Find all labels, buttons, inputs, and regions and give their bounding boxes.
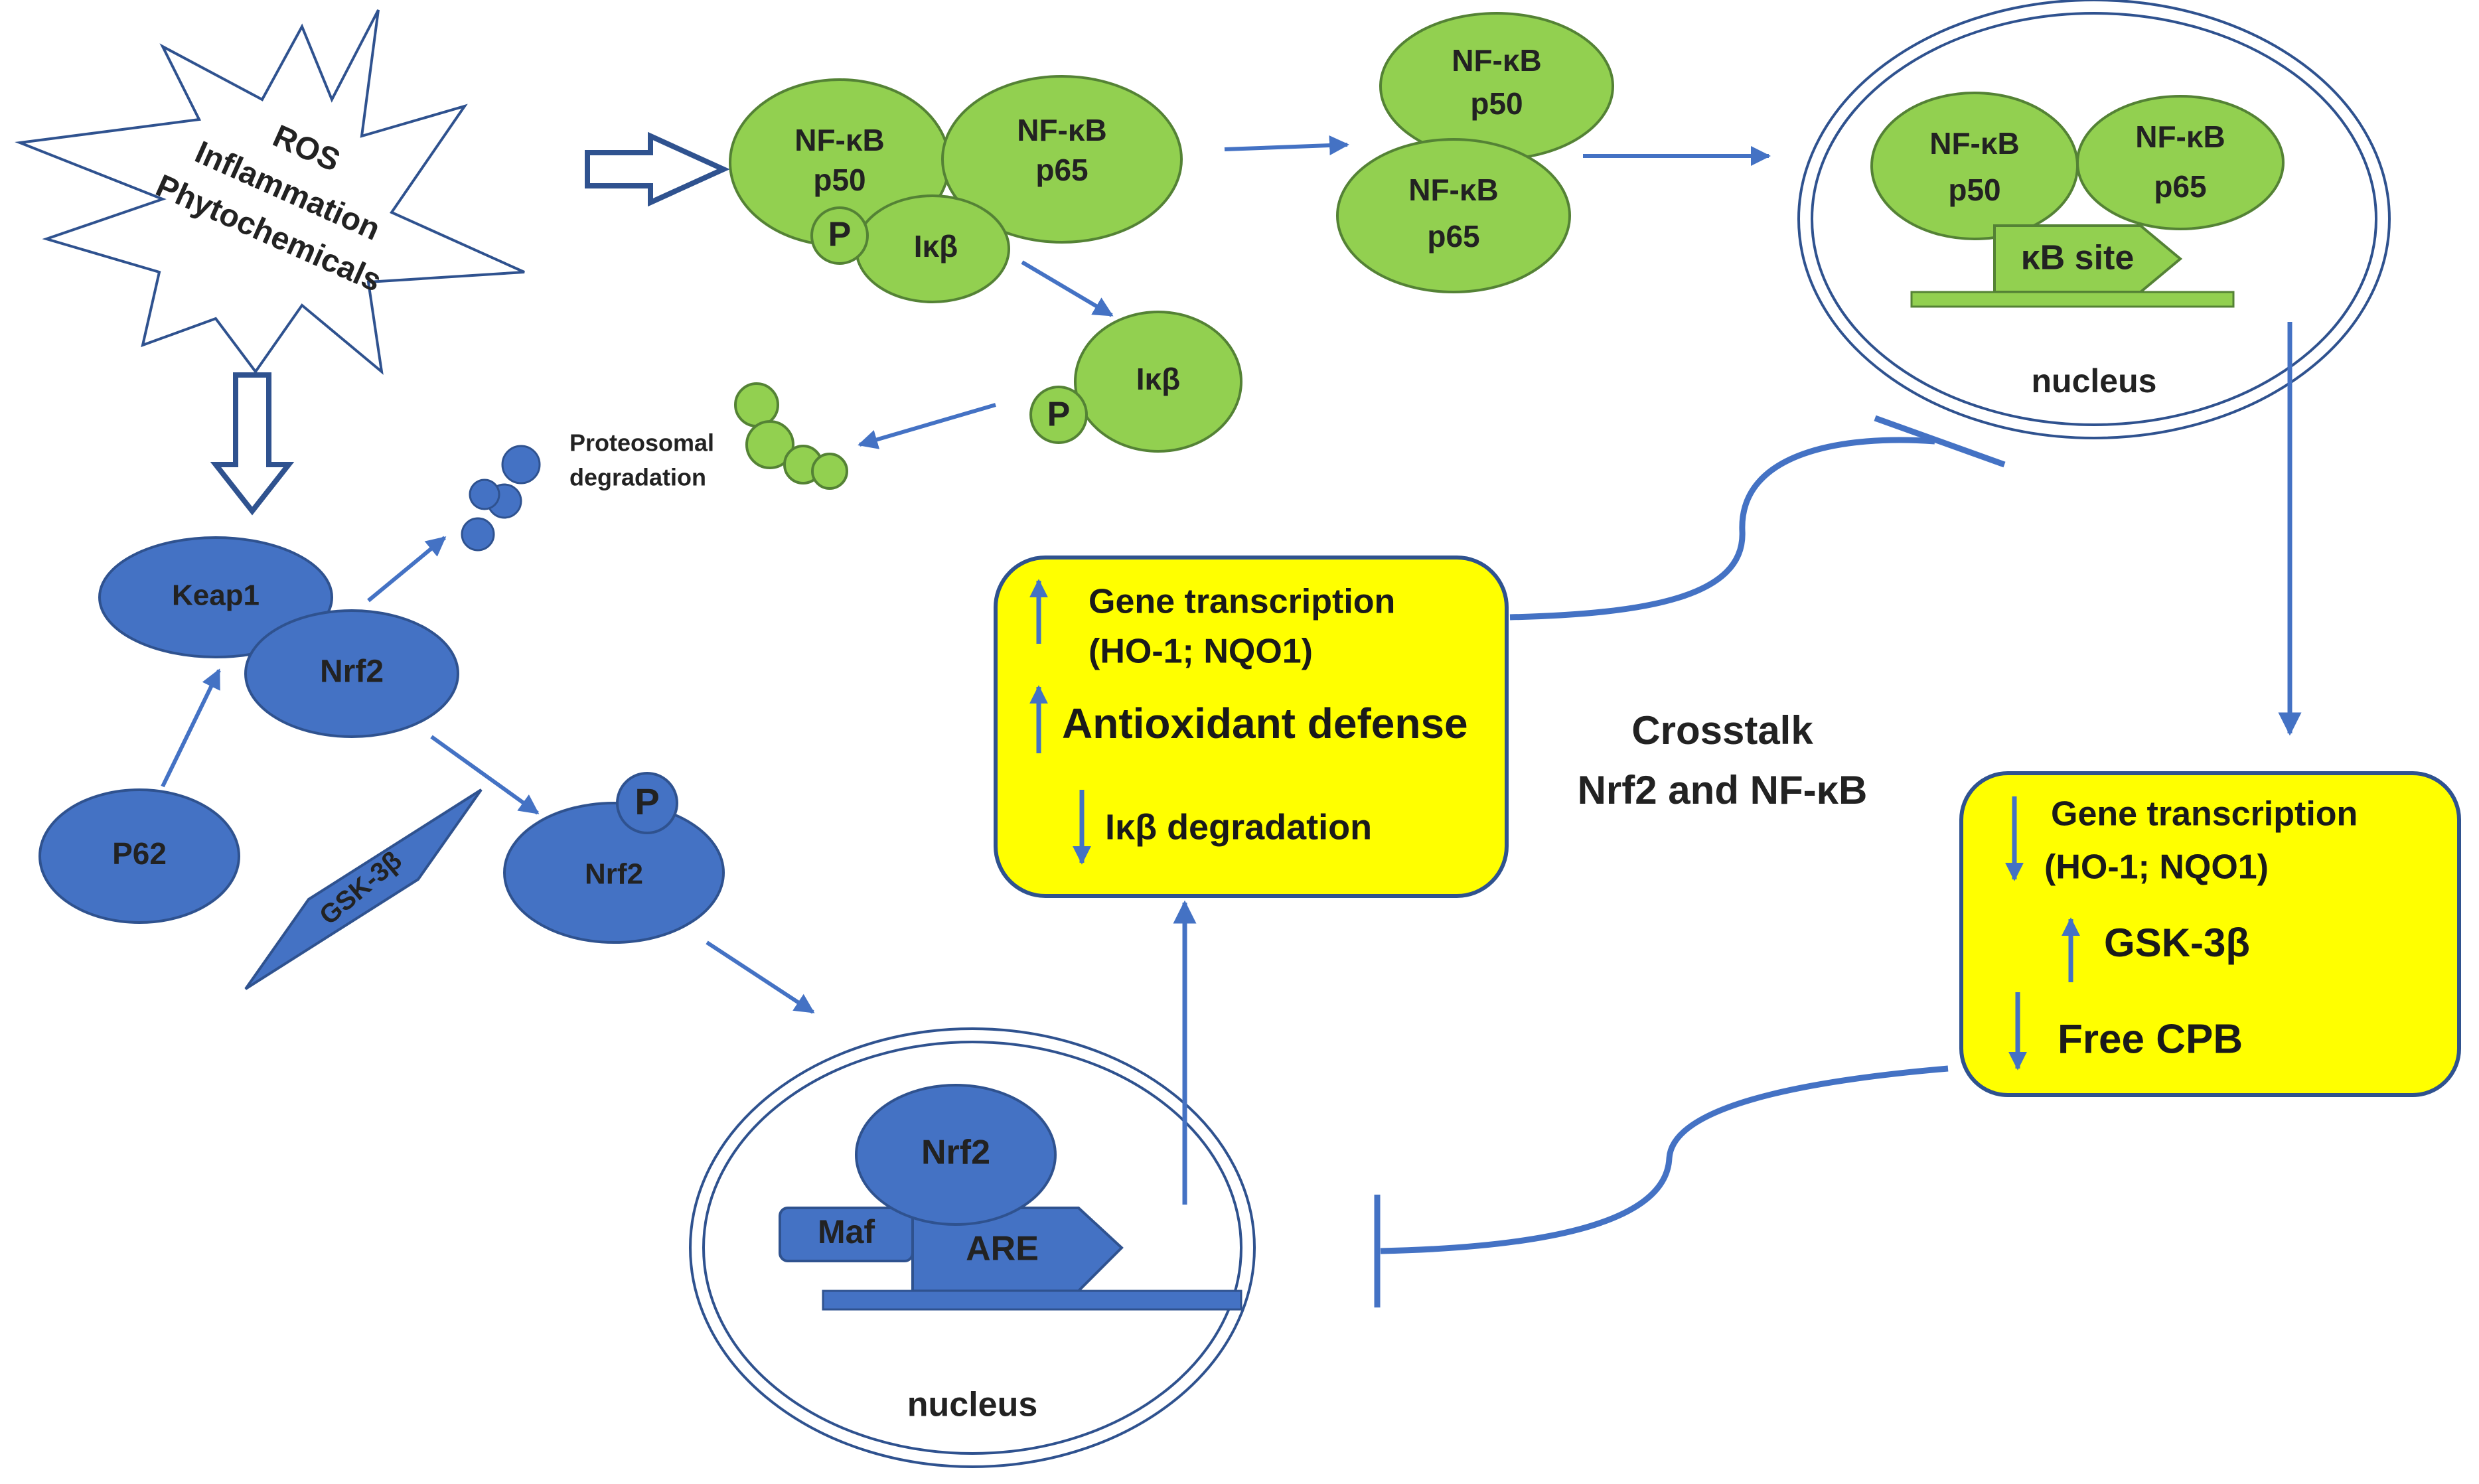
keap1-nrf2-complex: Keap1 Nrf2 — [98, 536, 459, 738]
nucleus-nrf2-label: Nrf2 — [921, 1134, 990, 1172]
nfkb-p50-label-b: p50 — [813, 163, 865, 197]
yellow-box-left-rect — [994, 556, 1509, 898]
yellow-box-right-rect — [1959, 771, 2461, 1097]
stimulus-starburst: ROS Inflammation Phytochemicals — [15, 9, 525, 375]
nucleus-top: NF-κB p50 NF-κB p65 κB site nucleus — [1797, 0, 2391, 439]
released-ikb-label: Iκβ — [1136, 362, 1181, 396]
nrf2-ellipse — [244, 609, 459, 738]
p62-label: P62 — [112, 836, 167, 871]
free-nfkb-p65-label-a: NF-κB — [1408, 173, 1499, 207]
phospho-circle — [810, 206, 869, 265]
keap1-label: Keap1 — [172, 579, 260, 612]
arrow-p62-to-keap1 — [161, 668, 221, 788]
nfkb-p50-label-a: NF-κB — [794, 123, 885, 157]
p62-ellipse — [38, 788, 240, 924]
proteosomal-label-line2: degradation — [569, 464, 706, 491]
keap1-ellipse — [98, 536, 333, 658]
nucleus-nfkb-p50-ellipse — [1870, 92, 2079, 240]
are-label: ARE — [966, 1230, 1039, 1268]
nucleus-top-label: nucleus — [2032, 362, 2157, 400]
free-nfkb-dimer: NF-κB p50 NF-κB p65 — [1336, 12, 1614, 293]
arrow-nrf2-to-phospho-nrf2 — [430, 735, 540, 815]
nrf2-phospho-circle — [616, 772, 678, 834]
released-phospho-circle — [1029, 386, 1088, 444]
arrow-complex-to-free-nfkb — [1224, 135, 1349, 156]
yellow-box-right: Gene transcription (HO-1; NQO1) GSK-3β F… — [1959, 771, 2461, 1097]
dna-strand-bottom — [822, 1290, 1242, 1311]
dna-strand-top — [1910, 291, 2235, 308]
yellow-right-line1: Gene transcription — [2051, 795, 2358, 834]
nucleus-bottom-label: nucleus — [907, 1386, 1038, 1424]
nucleus-nfkb-p50-label-b: p50 — [1948, 173, 2000, 207]
proteosomal-label-line1: Proteosomal — [569, 429, 714, 457]
phospho-nrf2-ellipse — [503, 802, 725, 944]
nfkb-p65-ellipse — [941, 75, 1183, 244]
gsk3b-diamond — [244, 788, 483, 990]
inhibition-bar-top — [1874, 415, 2006, 468]
inhibition-to-nucleus-bottom — [1380, 1065, 1949, 1254]
nfkb-p65-label-b: p65 — [1035, 153, 1088, 187]
hollow-arrow-right — [585, 131, 730, 207]
nfkb-complex: NF-κB p50 NF-κB p65 Iκβ P — [729, 75, 1183, 303]
nrf2-phospho-label: P — [635, 780, 659, 822]
yellow-right-line4: Free CPB — [2058, 1016, 2243, 1062]
free-nfkb-p65-label-b: p65 — [1427, 219, 1479, 254]
nucleus-nrf2-ellipse — [855, 1084, 1057, 1226]
hollow-arrow-down — [210, 372, 295, 516]
yellow-right-line3: GSK-3β — [2104, 921, 2250, 965]
nucleus-nfkb-p65-label-a: NF-κB — [2135, 119, 2225, 154]
kb-site-box — [1993, 224, 2183, 293]
crosstalk-line1: Crosstalk — [1631, 708, 1813, 753]
released-ikb-ellipse — [1074, 311, 1242, 453]
ikb-label: Iκβ — [914, 229, 958, 263]
nucleus-nfkb-p65-ellipse — [2076, 95, 2285, 230]
are-box — [911, 1207, 1124, 1292]
released-phospho-label: P — [1047, 396, 1071, 434]
arrow-phospho-nrf2-to-nucleus — [706, 940, 815, 1014]
yellow-box-left: Gene transcription (HO-1; NQO1) Antioxid… — [994, 556, 1509, 898]
yellow-left-line2: (HO-1; NQO1) — [1089, 632, 1313, 671]
nucleus-nfkb-p65-label-b: p65 — [2154, 169, 2206, 204]
free-nfkb-p65-ellipse — [1336, 138, 1571, 293]
yellow-left-line1: Gene transcription — [1089, 583, 1395, 621]
blue-degradation-beads — [461, 445, 541, 552]
arrow-keap1-to-degradation — [367, 536, 447, 603]
nfkb-p65-label-a: NF-κB — [1017, 113, 1107, 147]
phospho-nrf2-label: Nrf2 — [585, 858, 643, 891]
crosstalk-line2: Nrf2 and NF-κB — [1578, 768, 1868, 812]
green-degradation-beads — [734, 382, 848, 490]
released-ikb: Iκβ P — [1029, 311, 1242, 453]
nrf2-label: Nrf2 — [320, 654, 384, 690]
free-nfkb-p50-label-a: NF-κB — [1452, 43, 1542, 78]
arrow-ikb-to-degradation — [858, 403, 996, 449]
kb-site-label: κB site — [2021, 239, 2135, 277]
arrow-to-ikb-release — [1021, 260, 1114, 317]
yellow-right-line2: (HO-1; NQO1) — [2044, 848, 2269, 887]
free-nfkb-p50-label-b: p50 — [1470, 86, 1523, 121]
yellow-left-line3: Antioxidant defense — [1062, 700, 1468, 747]
inhibition-to-nucleus-top — [1509, 437, 1935, 621]
nucleus-nfkb-p50-label-a: NF-κB — [1929, 126, 2020, 161]
maf-label: Maf — [818, 1213, 875, 1250]
nucleus-bottom: Maf ARE Nrf2 nucleus — [689, 1027, 1256, 1468]
phospho-label: P — [828, 216, 852, 254]
yellow-left-line4: Iκβ degradation — [1105, 807, 1372, 847]
